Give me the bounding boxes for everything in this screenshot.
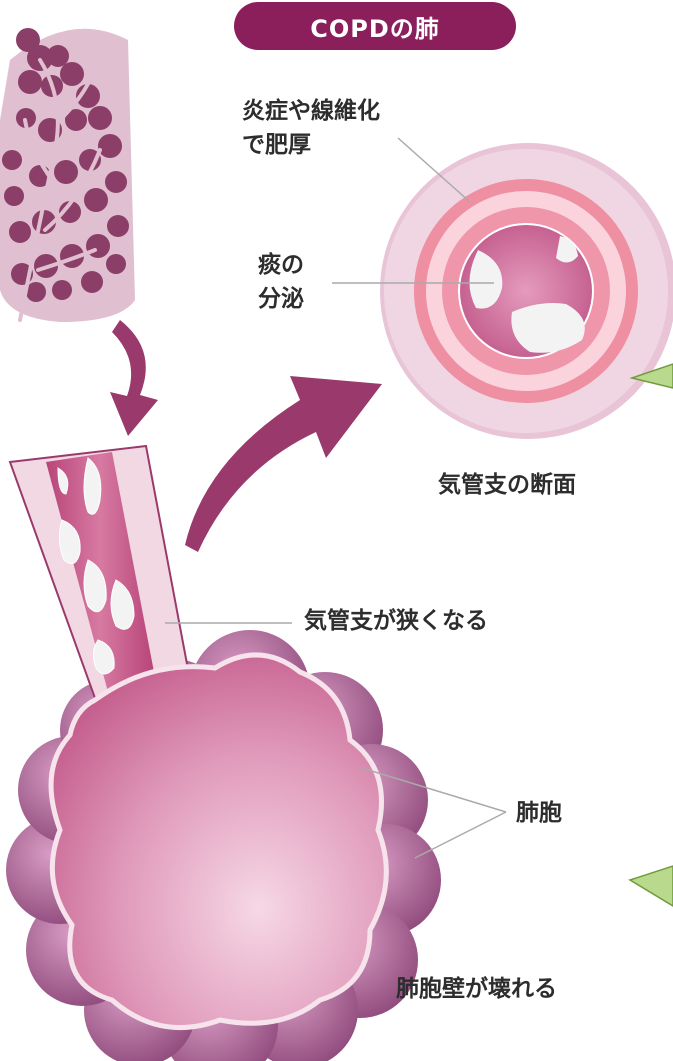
curved-arrow-icon xyxy=(185,376,382,552)
bronchus-cross-section xyxy=(380,143,673,439)
down-arrow-icon xyxy=(110,320,158,436)
page-title: COPDの肺 xyxy=(310,9,440,44)
label-cross-section-text: 気管支の断面 xyxy=(438,468,576,502)
title-badge: COPDの肺 xyxy=(234,2,516,50)
label-thickening-line2: で肥厚 xyxy=(242,128,380,162)
label-bronchus-narrow: 気管支が狭くなる xyxy=(304,604,488,638)
label-alveoli-text: 肺胞 xyxy=(516,796,562,830)
label-alveoli-wall-broken: 肺胞壁が壊れる xyxy=(396,972,557,1006)
alveolar-sac xyxy=(51,655,386,1028)
label-alveoli: 肺胞 xyxy=(516,796,562,830)
label-thickening-line1: 炎症や線維化 xyxy=(242,94,380,128)
label-bronchus-narrow-text: 気管支が狭くなる xyxy=(304,604,488,638)
label-sputum: 痰の 分泌 xyxy=(258,248,304,316)
label-alveoli-wall-broken-text: 肺胞壁が壊れる xyxy=(396,972,557,1006)
label-sputum-line1: 痰の xyxy=(258,248,304,282)
label-thickening: 炎症や線維化 で肥厚 xyxy=(242,94,380,162)
label-cross-section: 気管支の断面 xyxy=(438,468,576,502)
label-sputum-line2: 分泌 xyxy=(258,282,304,316)
pointer-triangle-lower xyxy=(630,866,673,906)
lung-illustration xyxy=(0,28,135,322)
